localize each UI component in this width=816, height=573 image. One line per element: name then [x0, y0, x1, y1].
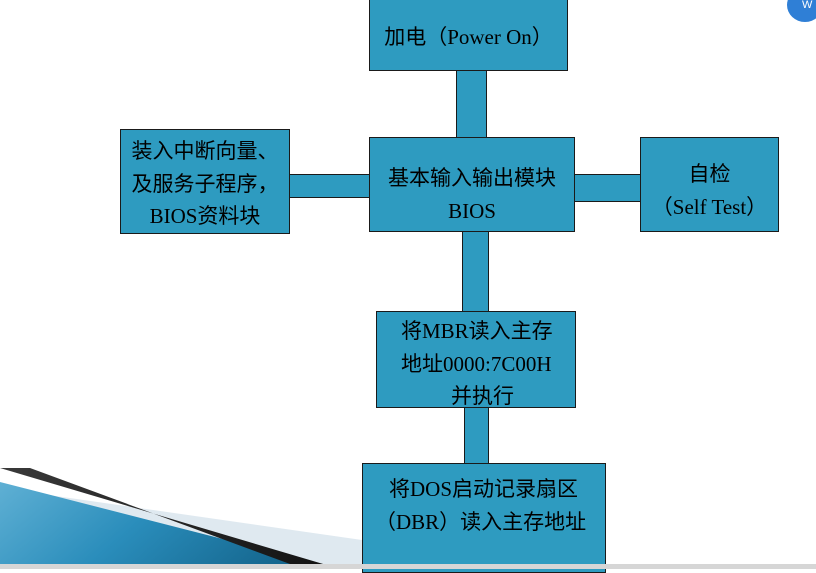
connector-bios-to-mbr [462, 231, 489, 312]
bios-label-line1: 基本输入输出模块 [388, 166, 556, 190]
read-dbr-line2: （DBR）读入主存地址 [375, 509, 587, 534]
bios-label-line2: BIOS [448, 198, 496, 223]
bottom-scrollbar [0, 564, 816, 569]
self-test-line1: 自检 [688, 162, 731, 186]
load-vectors-line1: 装入中断向量、 [131, 139, 279, 163]
read-mbr-line3: 并执行 [451, 384, 514, 409]
connector-mbr-to-dbr [464, 407, 489, 464]
bios-box: 基本输入输出模块 BIOS [369, 137, 575, 232]
connector-power-to-bios [456, 70, 487, 138]
connector-bios-to-selftest [574, 174, 641, 202]
power-on-label: 加电（Power On） [384, 25, 553, 49]
read-mbr-line2: 地址0000:7C00H [401, 351, 552, 376]
read-mbr-box: 将MBR读入主存 地址0000:7C00H 并执行 [376, 311, 576, 408]
load-vectors-box: 装入中断向量、 及服务子程序， BIOS资料块 [120, 129, 290, 234]
load-vectors-line3: BIOS资料块 [149, 204, 261, 229]
self-test-box: 自检 （Self Test） [640, 137, 779, 232]
read-dbr-line1: 将DOS启动记录扇区 [389, 477, 579, 501]
power-on-box: 加电（Power On） [369, 0, 568, 71]
slide-nav-arrow-decoration [0, 468, 362, 569]
read-dbr-box: 将DOS启动记录扇区 （DBR）读入主存地址 [362, 463, 606, 573]
read-mbr-line1: 将MBR读入主存 [401, 319, 553, 343]
load-vectors-line2: 及服务子程序， [131, 171, 279, 196]
app-badge-icon[interactable]: W [787, 0, 816, 22]
self-test-line2: （Self Test） [651, 194, 768, 219]
connector-vectors-to-bios [289, 174, 370, 198]
